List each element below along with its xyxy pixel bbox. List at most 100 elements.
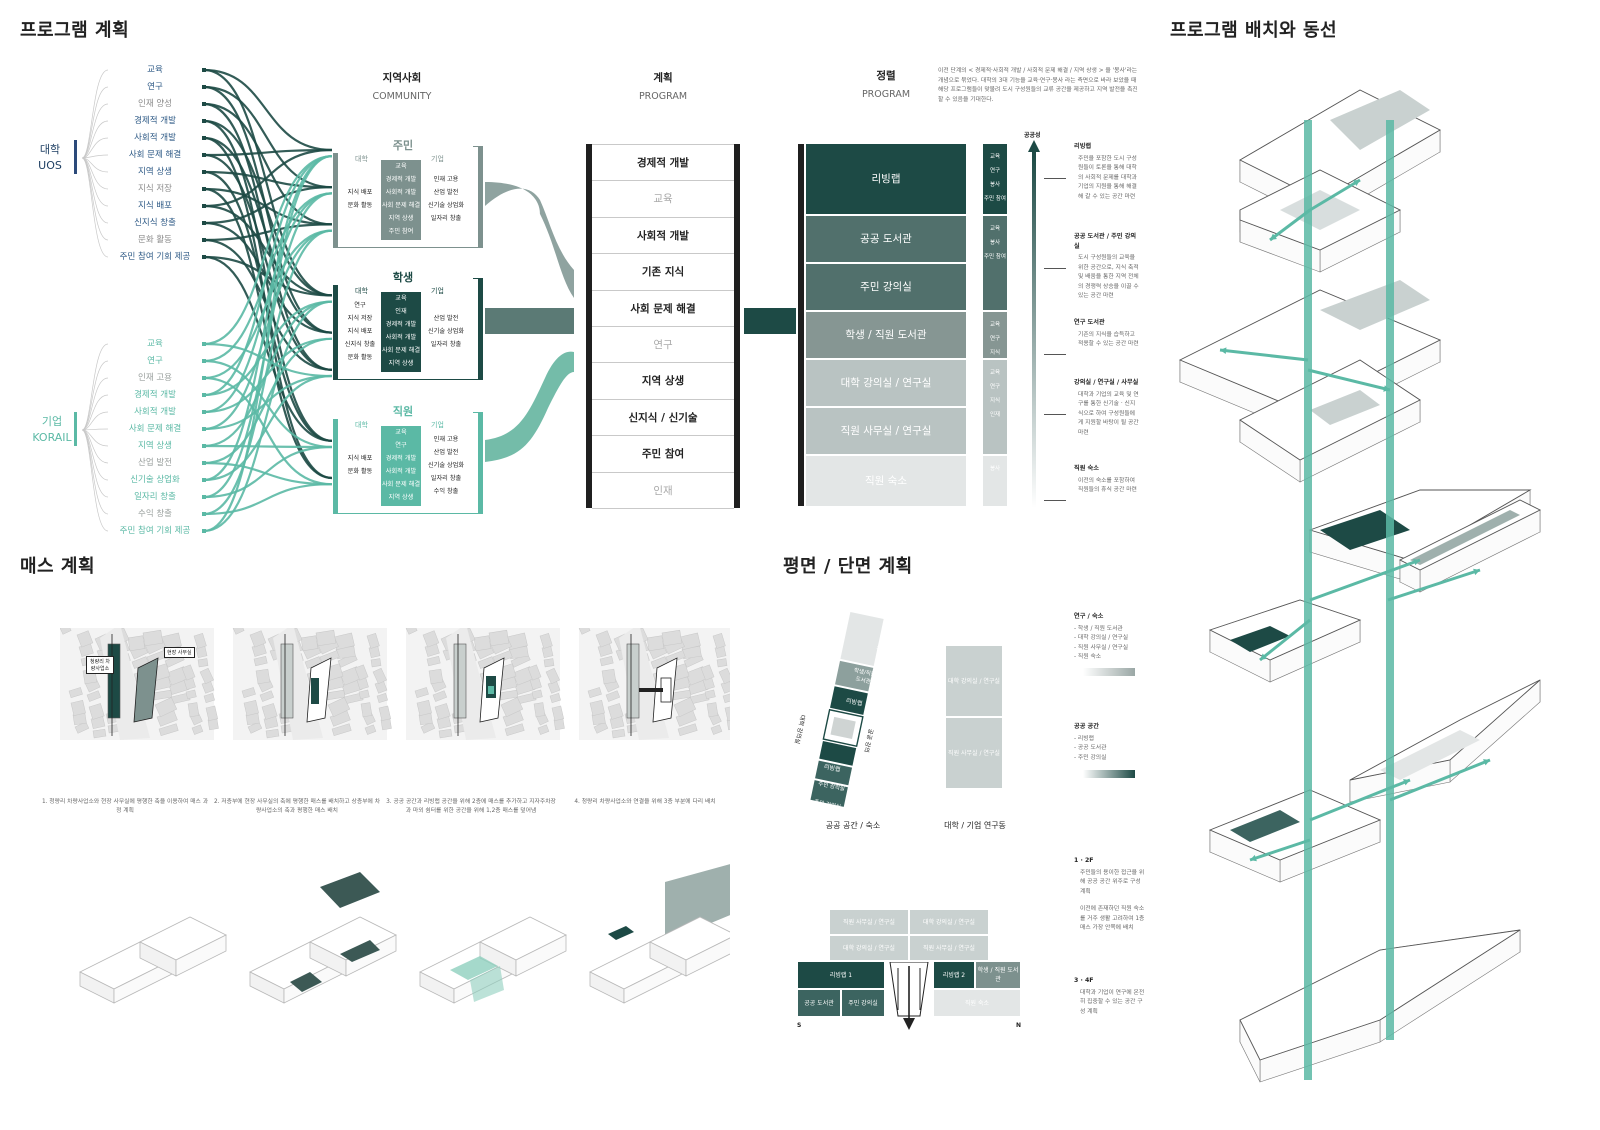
legend-floor34: 3 · 4F 대학과 기업이 연구에 온전히 집중할 수 있는 공간 구성 계획	[1074, 977, 1145, 1015]
circulation-arrow	[1389, 758, 1491, 802]
plan-item: 경제적 개발	[592, 145, 734, 182]
axo-floor	[1239, 169, 1402, 273]
fan-line	[81, 429, 109, 532]
site-map	[232, 628, 392, 740]
flow-node	[202, 136, 206, 140]
sort-block: 직원 사무실 / 연구실	[806, 408, 966, 454]
flow-line	[203, 461, 333, 486]
note-leader	[1044, 414, 1066, 415]
sort-tag: 교육	[989, 226, 1001, 232]
band-staff	[485, 351, 574, 462]
circulation-arrow	[1387, 568, 1481, 602]
fan-line	[81, 157, 109, 241]
right-item: 신기술 상업화	[427, 202, 465, 209]
corporate-item-8: 신기술 상업화	[130, 475, 180, 485]
right-item: 일자리 창출	[430, 474, 462, 482]
flow-line	[203, 342, 333, 378]
flow-line	[203, 68, 333, 152]
flow-line	[203, 170, 333, 189]
arrow-head	[1473, 568, 1480, 576]
flow-line	[203, 85, 333, 189]
flow-node	[202, 529, 206, 533]
floor-cell-dorm: 직원 숙소	[934, 990, 1020, 1016]
university-item-10: 문화 활동	[138, 235, 172, 245]
flow-node	[202, 204, 206, 208]
mid-item: 사회 문제 해결	[381, 347, 421, 354]
flow-node	[202, 187, 206, 191]
band-residents	[485, 182, 574, 298]
plan-bracket-right	[734, 144, 740, 508]
corporate-item-7: 산업 발전	[138, 458, 172, 468]
mass-caption: 2. 저층부에 현장 사무실의 축에 평행한 매스를 배치하고 상층부에 차량사…	[213, 799, 381, 814]
right-item: 수익 창출	[433, 487, 459, 495]
arrow-head	[1353, 180, 1360, 187]
arrow-head	[1220, 347, 1227, 355]
mass-isometrics	[79, 864, 730, 1004]
flow-line	[203, 374, 333, 482]
sort-tag: 연구	[989, 168, 1001, 174]
arrow-head	[1403, 779, 1410, 786]
sort-tag: 주민 참여	[984, 254, 1006, 260]
flow-node	[202, 153, 206, 157]
mass-caption: 3. 공공 공간과 리빙랩 공간을 위해 2층에 매스를 추가하고 지자주차장과…	[386, 799, 556, 814]
plan-item: 신지식 / 신기술	[592, 400, 734, 437]
floor-cell-lecture-1: 대학 강의실 / 연구실	[910, 910, 988, 934]
corporate-item-2: 인재 고용	[138, 373, 172, 383]
left-item: 문화 활동	[347, 202, 373, 209]
arrow-head	[1260, 653, 1267, 660]
left-item: 지식 배포	[347, 455, 373, 462]
university-item-5: 사회 문제 해결	[128, 150, 182, 160]
flow-node	[202, 376, 206, 380]
flow-node	[202, 85, 206, 89]
note-leader	[1044, 178, 1066, 179]
flow-node	[202, 238, 206, 242]
arrow-head	[1413, 558, 1420, 566]
left-sublabel: 대학	[355, 155, 368, 163]
sort-tag: 교육	[989, 370, 1001, 376]
layout-flow-heading: 프로그램 배치와 동선	[1170, 20, 1338, 41]
flow-node	[202, 342, 206, 346]
flow-line	[203, 444, 333, 449]
flow-line	[203, 359, 333, 449]
legend-public-swatch	[1083, 770, 1135, 778]
sort-block: 주민 강의실	[806, 264, 966, 310]
flow-node	[202, 444, 206, 448]
university-item-2: 인재 양성	[138, 99, 172, 109]
publicness-axis-label: 공공성	[1024, 132, 1041, 139]
public-space-caption: 공공 공간 / 숙소	[825, 821, 881, 830]
mid-item: 교육	[395, 295, 407, 302]
flow-line	[203, 102, 333, 226]
mid-item: 연구	[395, 442, 407, 449]
corporate-item-0: 교육	[147, 339, 163, 349]
arrow-head	[1270, 233, 1277, 240]
university-item-3: 경제적 개발	[134, 116, 176, 126]
fan-line	[81, 137, 109, 159]
exploded-axonometric	[1178, 89, 1542, 1083]
note-text: 기존의 지식을 습득하고 적용할 수 있는 공간 마련	[1078, 331, 1139, 348]
circulation-arrow	[1249, 838, 1311, 862]
site-map	[578, 628, 730, 740]
mid-item: 경제적 개발	[385, 321, 417, 328]
intro-text: 이전 단계의 < 경제적·사회적 개발 / 사회적 문제 해결 / 지역 상생 …	[938, 68, 1138, 103]
corporate-item-6: 지역 상생	[138, 441, 172, 451]
fan-line	[81, 429, 109, 515]
flow-node	[202, 461, 206, 465]
flow-node	[202, 478, 206, 482]
left-item: 지식 저장	[347, 314, 373, 322]
note-title: 리빙랩	[1074, 143, 1092, 150]
floor-cell-office-2: 직원 사무실 / 연구실	[910, 936, 988, 960]
flow-node	[202, 170, 206, 174]
mid-item: 인재	[395, 308, 407, 315]
iso-mass	[419, 916, 567, 1004]
sort-tag: 지식	[989, 398, 1001, 404]
corporate-item-3: 경제적 개발	[134, 390, 176, 400]
univ-lab-caption: 대학 / 기업 연구동	[944, 821, 1006, 830]
